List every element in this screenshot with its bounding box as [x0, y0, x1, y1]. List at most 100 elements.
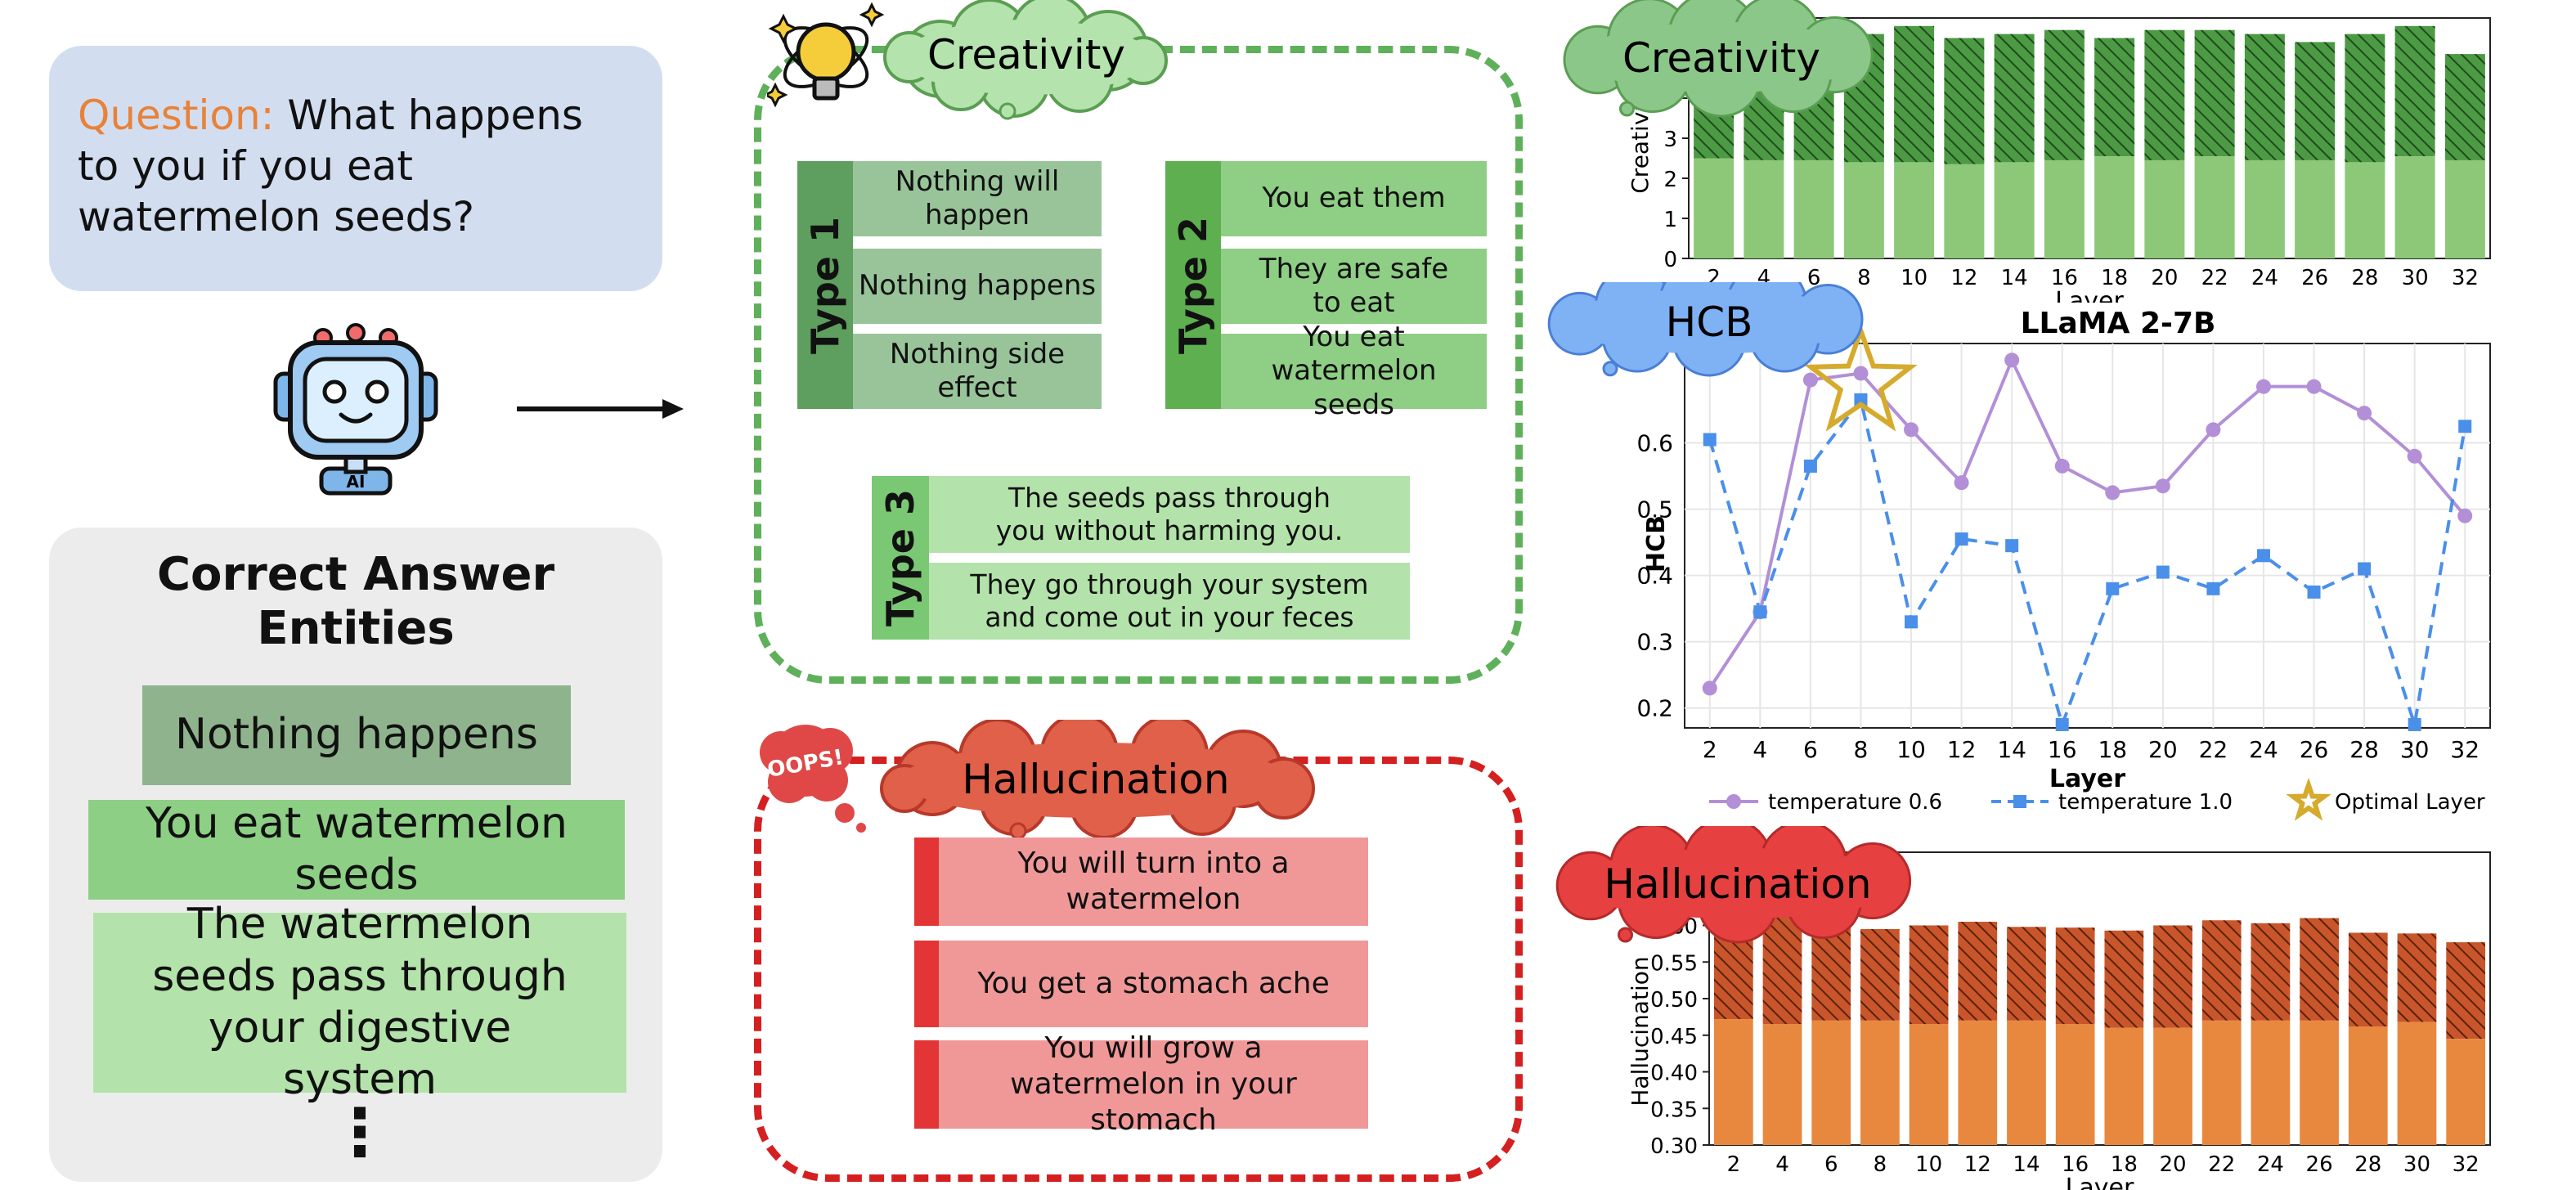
y-tick-label: 0.4 — [1636, 563, 1673, 590]
legend-marker-temp10 — [2013, 795, 2026, 808]
answer-entity: Nothing happens — [142, 685, 571, 785]
answer-entity: You eat watermelon seeds — [88, 799, 625, 900]
x-tick-label: 16 — [2051, 266, 2078, 290]
bar-upper — [1909, 925, 1949, 1025]
point-temp06 — [2155, 478, 2170, 494]
y-tick-label: 0.30 — [1650, 1134, 1698, 1159]
bar-lower — [1958, 1020, 1998, 1145]
chart-cloud-label: Creativity — [1622, 34, 1820, 82]
x-tick-label: 30 — [2402, 266, 2429, 290]
bar-upper — [1860, 928, 1900, 1021]
bar-upper — [2397, 933, 2437, 1022]
x-tick-label: 14 — [2001, 266, 2028, 290]
y-tick-label: 0.40 — [1650, 1062, 1698, 1086]
x-tick-label: 8 — [1854, 736, 1869, 763]
point-temp10 — [2408, 717, 2421, 731]
x-tick-label: 22 — [2199, 736, 2228, 763]
chart-cloud: Hallucination — [1555, 826, 1912, 944]
x-tick-label: 14 — [1997, 736, 2026, 763]
bar-lower — [2348, 1026, 2388, 1145]
bar-upper — [2446, 942, 2486, 1040]
x-tick-label: 20 — [2159, 1152, 2186, 1177]
chart-cloud-tail — [1618, 927, 1633, 943]
optimal-layer-star — [1804, 323, 1918, 432]
hallucination-item: You get a stomach ache — [939, 941, 1368, 1027]
question-panel — [49, 46, 662, 291]
point-temp06 — [2255, 379, 2271, 394]
point-temp10 — [2206, 582, 2220, 595]
chart-cloud-body — [1570, 847, 1905, 919]
chart-cloud-body — [1561, 289, 1857, 354]
bar-upper — [2194, 29, 2235, 157]
point-temp06 — [2357, 406, 2372, 421]
chart-title: LLaMA 2-7B — [2021, 307, 2216, 340]
bar-upper — [2094, 38, 2135, 157]
x-tick-label: 28 — [2351, 266, 2378, 290]
point-temp10 — [2156, 565, 2170, 579]
hallucination-item-accent — [914, 837, 939, 926]
bar-lower — [2201, 1020, 2242, 1145]
bar-lower — [2044, 159, 2085, 258]
x-tick-label: 24 — [2257, 1152, 2284, 1177]
bar-lower — [2251, 1020, 2291, 1145]
creativity-bar-chart: 0123452468101214161820222426283032LayerC… — [1563, 0, 2491, 303]
bar-lower — [1909, 1024, 1949, 1145]
lightbulb-icon — [767, 2, 885, 108]
y-axis-label: Hallucination — [1627, 956, 1654, 1106]
x-tick-label: 10 — [1915, 1152, 1942, 1177]
x-tick-label: 10 — [1896, 736, 1926, 763]
bar-upper — [2044, 29, 2085, 160]
type2-item: You eat watermelon seeds — [1221, 321, 1487, 421]
bar-lower — [2104, 1027, 2144, 1145]
hallucination-cloud-label: Hallucination — [962, 756, 1229, 803]
bar-upper — [1994, 34, 2035, 163]
more-indicator: ⋮ — [327, 1094, 393, 1170]
x-tick-label: 6 — [1807, 266, 1821, 290]
x-tick-label: 28 — [2349, 736, 2379, 763]
hallucination-item-accent — [914, 941, 939, 1027]
x-tick-label: 4 — [1752, 736, 1767, 763]
type1-tag: Type 1 — [797, 161, 853, 409]
legend-label-temp10: temperature 1.0 — [2058, 790, 2233, 815]
bar-lower — [1744, 159, 1784, 258]
bar-upper — [2153, 925, 2192, 1028]
question-body: What happens to you if you eat watermelo… — [78, 92, 583, 240]
bar-upper — [1762, 916, 1802, 1025]
point-temp10 — [2307, 585, 2321, 599]
bar-lower — [1811, 1020, 1851, 1145]
bar-lower — [1894, 162, 1935, 258]
x-tick-label: 20 — [2148, 736, 2178, 763]
point-temp06 — [2054, 458, 2070, 474]
bar-lower — [1762, 1024, 1802, 1145]
chart-cloud-tail — [1602, 361, 1618, 377]
bar-lower — [2055, 1024, 2095, 1145]
answer-entity: The watermelon seeds pass through your d… — [93, 900, 626, 1104]
type1-item: Nothing side effect — [853, 334, 1102, 409]
chart-cloud: HCB — [1547, 282, 1864, 377]
x-tick-label: 30 — [2403, 1152, 2430, 1177]
x-tick-label: 32 — [2453, 1152, 2480, 1177]
bar-lower — [2007, 1020, 2046, 1145]
bar-lower — [1860, 1020, 1900, 1145]
point-temp06 — [1954, 475, 1969, 491]
point-temp10 — [1854, 393, 1868, 406]
point-temp10 — [2358, 562, 2372, 576]
x-axis-label: Layer — [2055, 287, 2124, 303]
bar-upper — [2201, 920, 2242, 1021]
legend-marker-temp06 — [1726, 794, 1741, 809]
x-tick-label: 24 — [2249, 736, 2278, 763]
bar-upper — [2394, 25, 2435, 157]
chart-cloud-tail — [1619, 101, 1635, 117]
x-tick-label: 18 — [2111, 1152, 2138, 1177]
x-tick-label: 26 — [2306, 1152, 2333, 1177]
y-tick-label: 0.2 — [1636, 695, 1673, 722]
bar-upper — [2007, 927, 2046, 1021]
x-tick-label: 12 — [1950, 266, 1977, 290]
point-temp10 — [1954, 532, 1968, 546]
x-axis-label: Layer — [2066, 1174, 2134, 1190]
y-tick-label: 0.6 — [1636, 430, 1673, 457]
bar-upper — [1811, 923, 1851, 1021]
type3-item: The seeds pass through you without harmi… — [929, 476, 1410, 553]
point-temp06 — [2206, 422, 2221, 438]
point-temp06 — [1853, 366, 1869, 381]
